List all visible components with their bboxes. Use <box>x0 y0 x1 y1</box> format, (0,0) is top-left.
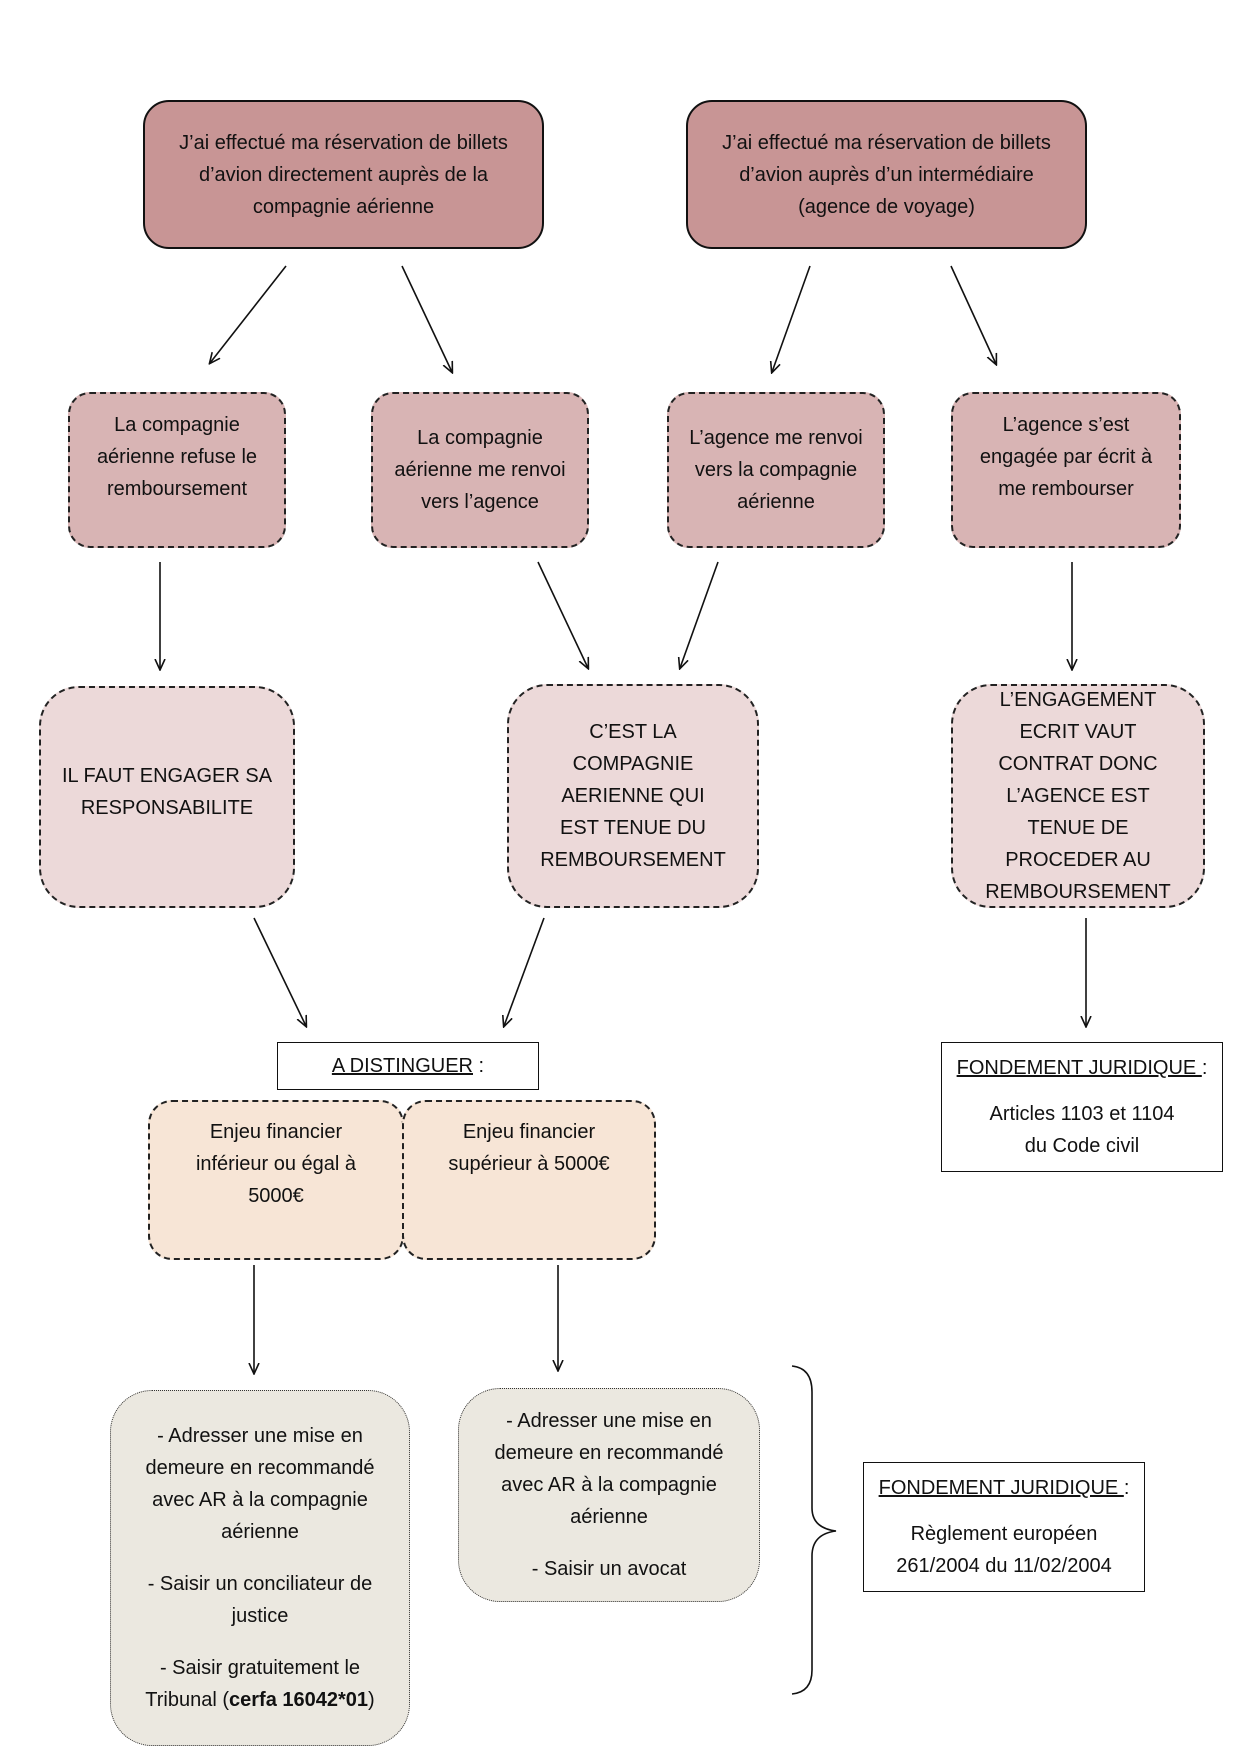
actions-low-step2: - Saisir un conciliateur de justice <box>147 1573 373 1627</box>
arrow-liability-to-distinguish <box>253 917 306 1026</box>
legal-basis-eu-text: Règlement européen 261/2004 du 11/02/200… <box>896 1523 1112 1577</box>
distinguish-colon: : <box>473 1055 485 1077</box>
case-refuse-box: La compagnie aérienne refuse le rembours… <box>68 392 286 548</box>
legal-basis-civil-heading: FONDEMENT JURIDIQUE : <box>956 1057 1208 1079</box>
legal-basis-civil-box: FONDEMENT JURIDIQUE : Articles 1103 et 1… <box>941 1042 1223 1172</box>
conclusion-airline-bound-box: C’EST LA COMPAGNIE AERIENNE QUI EST TENU… <box>507 684 759 908</box>
stake-low-text: Enjeu financier inférieur ou égal à 5000… <box>195 1121 357 1207</box>
distinguish-label: A DISTINGUER <box>331 1055 473 1077</box>
arrow-intermediary-to-committed <box>950 265 996 364</box>
conclusion-airline-bound-text: C’EST LA COMPAGNIE AERIENNE QUI EST TENU… <box>540 721 726 871</box>
case-to-airline-box: L’agence me renvoi vers la compagnie aér… <box>667 392 885 548</box>
curly-brace <box>791 1365 837 1695</box>
conclusion-written-contract-box: L’ENGAGEMENT ECRIT VAUT CONTRAT DONC L’A… <box>951 684 1205 908</box>
case-refuse-text: La compagnie aérienne refuse le rembours… <box>96 414 258 500</box>
arrow-agency-to-airline-bound <box>537 561 588 668</box>
legal-basis-civil-text: Articles 1103 et 1104 du Code civil <box>989 1103 1175 1157</box>
legal-basis-eu-heading: FONDEMENT JURIDIQUE : <box>878 1477 1130 1499</box>
conclusion-written-contract-text: L’ENGAGEMENT ECRIT VAUT CONTRAT DONC L’A… <box>985 689 1171 903</box>
actions-high-step1: - Adresser une mise en demeure en recomm… <box>494 1410 724 1528</box>
actions-low-step1: - Adresser une mise en demeure en recomm… <box>145 1425 375 1543</box>
booking-direct-box: J’ai effectué ma réservation de billets … <box>143 100 544 249</box>
actions-low-step3-prefix: - Saisir gratuitement le Tribunal ( <box>145 1657 361 1711</box>
case-to-agency-box: La compagnie aérienne me renvoi vers l’a… <box>371 392 589 548</box>
booking-intermediary-box: J’ai effectué ma réservation de billets … <box>686 100 1087 249</box>
cerfa-reference: cerfa 16042*01 <box>229 1689 369 1711</box>
actions-low-step3: - Saisir gratuitement le Tribunal (cerfa… <box>133 1652 387 1716</box>
arrow-intermediary-to-airline <box>772 265 811 372</box>
case-agency-committed-text: L’agence s’est engagée par écrit à me re… <box>979 414 1153 500</box>
stake-low-box: Enjeu financier inférieur ou égal à 5000… <box>148 1100 404 1260</box>
stake-high-box: Enjeu financier supérieur à 5000€ <box>402 1100 656 1260</box>
arrow-airline-to-airline-bound <box>680 561 719 668</box>
actions-high-box: - Adresser une mise en demeure en recomm… <box>458 1388 760 1602</box>
actions-high-step2: - Saisir un avocat <box>531 1558 687 1580</box>
distinguish-box: A DISTINGUER : <box>277 1042 539 1090</box>
booking-intermediary-text: J’ai effectué ma réservation de billets … <box>722 131 1051 218</box>
stake-high-text: Enjeu financier supérieur à 5000€ <box>448 1121 610 1175</box>
case-to-agency-text: La compagnie aérienne me renvoi vers l’a… <box>394 427 566 513</box>
actions-low-step3-suffix: ) <box>368 1689 375 1711</box>
arrow-airline-bound-to-distinguish <box>504 917 545 1026</box>
case-to-airline-text: L’agence me renvoi vers la compagnie aér… <box>689 427 863 513</box>
conclusion-liability-box: IL FAUT ENGAGER SA RESPONSABILITE <box>39 686 295 908</box>
arrow-direct-to-agency <box>401 265 452 372</box>
conclusion-liability-text: IL FAUT ENGAGER SA RESPONSABILITE <box>61 765 273 819</box>
actions-low-box: - Adresser une mise en demeure en recomm… <box>110 1390 410 1746</box>
legal-basis-eu-box: FONDEMENT JURIDIQUE : Règlement européen… <box>863 1462 1145 1592</box>
arrow-direct-to-refuse <box>210 265 287 363</box>
booking-direct-text: J’ai effectué ma réservation de billets … <box>179 131 508 218</box>
case-agency-committed-box: L’agence s’est engagée par écrit à me re… <box>951 392 1181 548</box>
